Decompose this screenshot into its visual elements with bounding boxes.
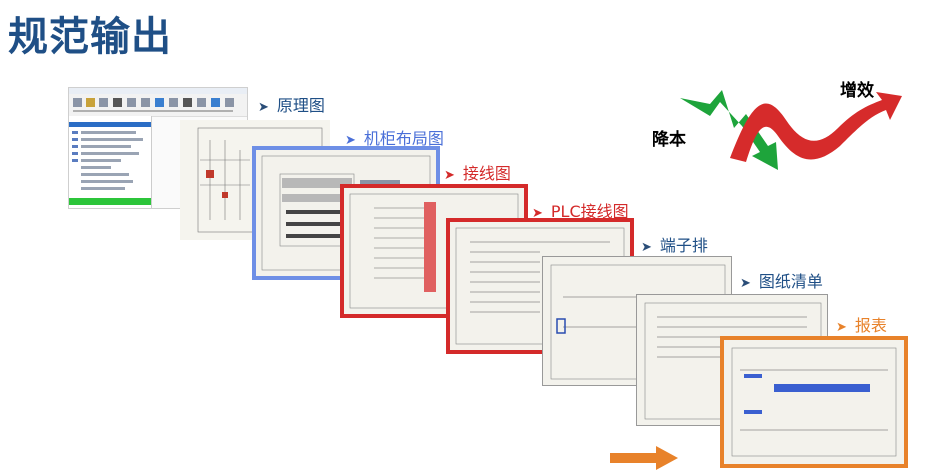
output-label-terminal-strip: ➤端子排 <box>641 236 708 255</box>
arrow-right-icon <box>610 444 680 476</box>
chevron-right-icon: ➤ <box>345 133 356 148</box>
cost-efficiency-graphic: 降本 增效 <box>652 70 910 180</box>
increase-label: 增效 <box>840 81 874 101</box>
output-label-drawing-list: ➤图纸清单 <box>740 272 823 291</box>
chevron-right-icon: ➤ <box>532 206 543 221</box>
output-label-schematic: ➤原理图 <box>258 96 325 115</box>
chevron-right-icon: ➤ <box>444 168 455 183</box>
output-label-cabinet-layout: ➤机柜布局图 <box>345 129 444 148</box>
trend-arrows-icon <box>680 90 902 170</box>
chevron-right-icon: ➤ <box>258 100 269 115</box>
report-sheet <box>720 336 908 468</box>
status-highlight <box>69 198 151 205</box>
selected-tree-item <box>69 122 151 127</box>
chevron-right-icon: ➤ <box>836 320 847 335</box>
chevron-right-icon: ➤ <box>641 240 652 255</box>
chevron-right-icon: ➤ <box>740 276 751 291</box>
window-titlebar <box>69 88 247 94</box>
page-title: 规范输出 <box>8 14 172 60</box>
output-label-report: ➤报表 <box>836 316 887 335</box>
project-tree <box>69 116 152 208</box>
toolbar <box>69 94 247 117</box>
decrease-label: 降本 <box>652 130 686 150</box>
output-label-wiring: ➤接线图 <box>444 164 511 183</box>
output-label-plc-wiring: ➤PLC接线图 <box>532 202 629 221</box>
